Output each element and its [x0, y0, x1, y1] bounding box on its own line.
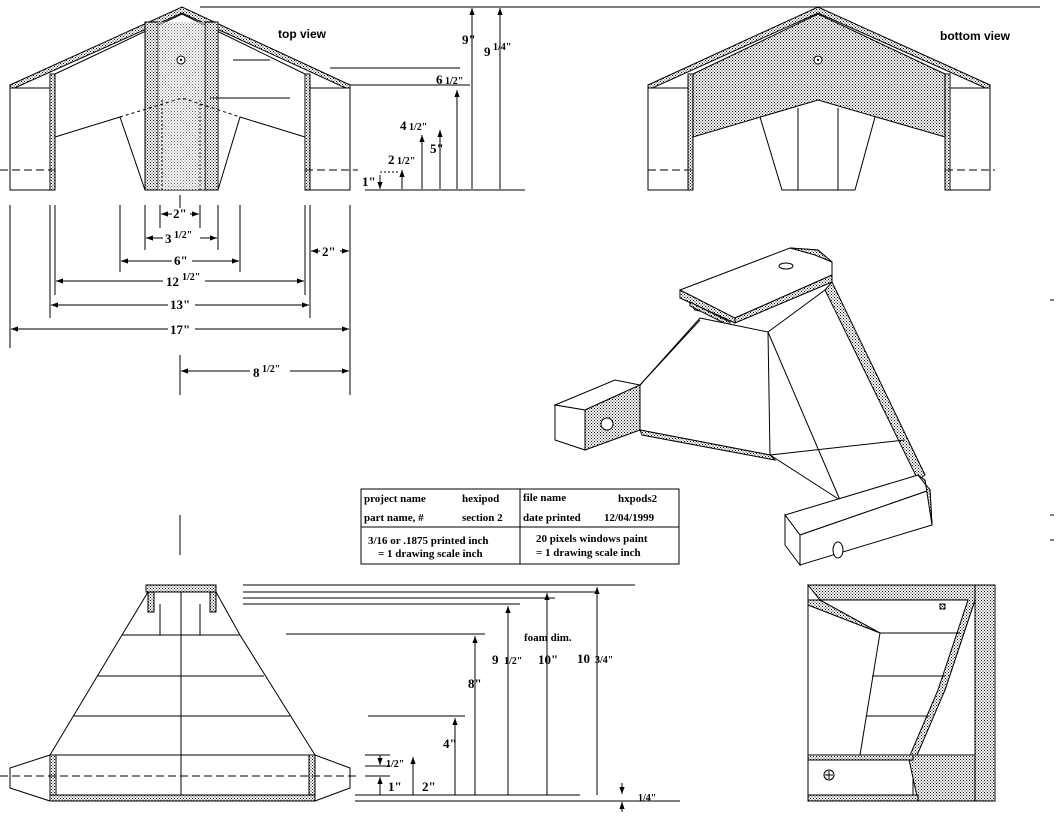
dimension-label-f-half: 1/2": [386, 759, 404, 770]
date-printed-label: date printed: [523, 512, 581, 524]
isometric-view: [553, 247, 933, 567]
top-view-width-dims: 2" 3 1/2" 6" 12 1/2" 13" 17" 2" 8 1/2": [9, 195, 351, 555]
dimension-label-h-412: 4: [400, 118, 407, 133]
top-view-label: top view: [278, 27, 327, 41]
part-name-value: section 2: [462, 512, 503, 524]
bottom-view: bottom view: [647, 6, 1011, 191]
dimension-label-f-8: 8": [468, 676, 482, 691]
front-view: [0, 584, 360, 802]
file-name-value: hxpods2: [618, 493, 658, 505]
dimension-label-d-3h: 3: [165, 231, 172, 246]
scale-left-line-1: 3/16 or .1875 printed inch: [368, 535, 489, 547]
dimension-label-h-914: 9: [484, 44, 491, 59]
front-view-height-dims: foam dim. 1/2" 1" 2" 4" 8" 9 1/2" 10" 10…: [243, 584, 680, 812]
side-view: [806, 584, 996, 802]
dimension-label-f-10: 10": [538, 652, 558, 667]
dimension-label-h-212-frac: 1/2": [397, 156, 415, 167]
dimension-label-d-2side: 2": [322, 244, 336, 259]
bottom-view-label: bottom view: [940, 29, 1011, 43]
dimension-label-h-1: 1": [362, 174, 376, 189]
dimension-label-h-9: 9": [462, 32, 476, 47]
top-view: top view: [0, 6, 1040, 191]
dimension-label-h-914-frac: 1/4": [493, 42, 511, 53]
dimension-label-f-1: 1": [388, 779, 402, 794]
dimension-label-d-8h-frac: 1/2": [262, 364, 280, 375]
dimension-label-d-12h-frac: 1/2": [182, 272, 200, 283]
scale-right-line-1: 20 pixels windows paint: [536, 533, 648, 545]
date-printed-value: 12/04/1999: [604, 512, 655, 524]
top-view-left-wall: [9, 87, 56, 191]
dimension-label-d-17: 17": [170, 322, 190, 337]
file-name-label: file name: [523, 492, 566, 504]
dimension-label-f-quarter: 1/4": [638, 793, 656, 804]
scale-left-line-2: = 1 drawing scale inch: [378, 548, 483, 560]
dimension-label-h-212: 2: [388, 152, 395, 167]
dimension-label-d-12h: 12: [166, 274, 179, 289]
dimension-label-f-1034-frac: 3/4": [595, 655, 613, 666]
dimension-label-d-2a: 2": [173, 206, 187, 221]
title-block: project name hexipod part name, # sectio…: [360, 488, 680, 565]
dimension-label-d-3h-frac: 1/2": [174, 230, 192, 241]
foam-dim-label: foam dim.: [524, 632, 572, 644]
dimension-label-f-2: 2": [422, 779, 436, 794]
dimension-label-f-912: 9: [492, 652, 499, 667]
dimension-label-f-4: 4": [443, 736, 457, 751]
project-name-value: hexipod: [462, 493, 499, 505]
dimension-label-d-6: 6": [174, 253, 188, 268]
dimension-label-d-13: 13": [170, 297, 190, 312]
dimension-label-h-612: 6: [436, 72, 443, 87]
dimension-label-h-612-frac: 1/2": [445, 76, 463, 87]
dimension-label-h-5: 5": [430, 141, 444, 156]
part-name-label: part name, #: [364, 512, 424, 524]
top-view-right-wall: [304, 87, 351, 191]
top-view-height-dims: 1" 2 1/2" 4 1/2" 5" 6 1/2" 9" 9 1/4": [330, 8, 525, 191]
scale-right-line-2: = 1 drawing scale inch: [536, 547, 641, 559]
dimension-label-h-412-frac: 1/2": [409, 122, 427, 133]
dimension-label-f-912-frac: 1/2": [504, 656, 522, 667]
project-name-label: project name: [364, 493, 426, 505]
dimension-label-d-8h: 8: [253, 365, 260, 380]
dimension-label-f-1034: 10: [577, 651, 590, 666]
